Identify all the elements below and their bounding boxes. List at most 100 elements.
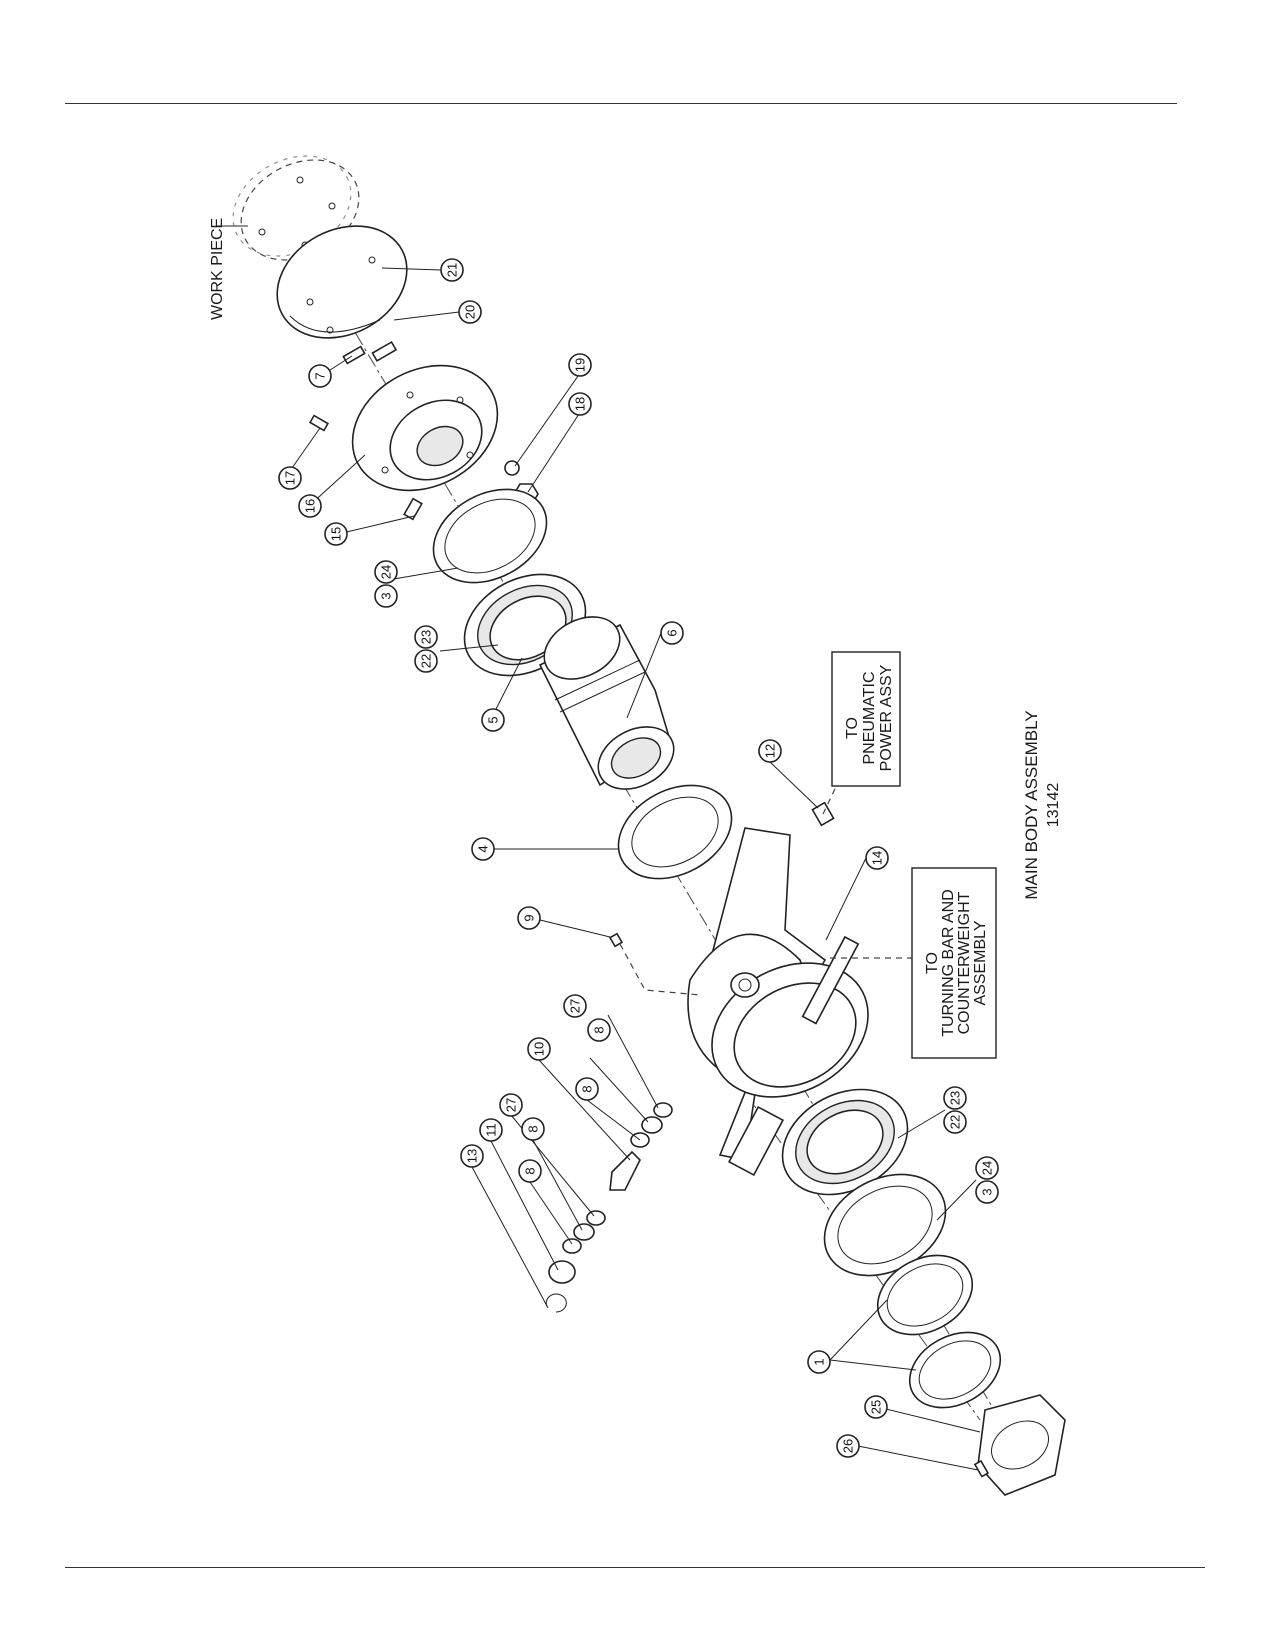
callout-23-upper: 23 [414, 625, 438, 649]
svg-text:1: 1 [812, 1358, 827, 1365]
callout-4: 4 [471, 837, 495, 861]
callout-8-c: 8 [521, 1117, 545, 1141]
svg-text:5: 5 [486, 716, 501, 723]
callout-19: 19 [568, 353, 592, 377]
callout-17: 17 [278, 466, 302, 490]
svg-text:16: 16 [303, 499, 318, 513]
callout-18: 18 [568, 392, 592, 416]
pneumatic-note-box: TO PNEUMATIC POWER ASSY [831, 651, 901, 787]
svg-text:12: 12 [763, 744, 778, 758]
callout-22-lower: 22 [943, 1110, 967, 1134]
callout-leaders [216, 225, 981, 1471]
svg-text:23: 23 [419, 630, 434, 644]
svg-text:13: 13 [465, 1149, 480, 1163]
svg-text:14: 14 [870, 851, 885, 865]
part-25-cover [977, 1394, 1066, 1496]
part-9-leader-path [619, 943, 701, 996]
pneumatic-line-2: PNEUMATIC [861, 671, 878, 764]
drawing-number: 13142 [1045, 783, 1062, 828]
part-6-shaft [538, 616, 675, 790]
callout-9: 9 [517, 906, 541, 930]
callout-3-upper: 3 [374, 584, 398, 608]
svg-text:8: 8 [580, 1085, 595, 1092]
turning-bar-note-box: TO TURNING BAR AND COUNTERWEIGHT ASSEMBL… [911, 867, 997, 1059]
part-4-ring [617, 784, 733, 880]
svg-text:27: 27 [504, 1098, 519, 1112]
drawing-title: MAIN BODY ASSEMBLY [1022, 710, 1041, 899]
callout-5: 5 [481, 708, 505, 732]
callout-26: 26 [836, 1434, 860, 1458]
svg-text:25: 25 [869, 1400, 884, 1414]
pneumatic-line-3: POWER ASSY [878, 664, 895, 771]
turning-line-3: COUNTERWEIGHT [956, 891, 973, 1034]
callout-27-right: 27 [563, 994, 587, 1018]
bottom-rule [65, 1567, 1205, 1568]
svg-text:6: 6 [665, 629, 680, 636]
svg-text:15: 15 [329, 527, 344, 541]
callout-20: 20 [458, 300, 482, 324]
part-20-screw [371, 340, 398, 362]
callout-1: 1 [807, 1350, 831, 1374]
callout-11: 11 [479, 1118, 503, 1142]
callout-10: 10 [527, 1037, 551, 1061]
svg-text:3: 3 [379, 592, 394, 599]
small-parts-stack [545, 1102, 673, 1313]
svg-text:24: 24 [980, 1161, 995, 1175]
callout-13: 13 [460, 1144, 484, 1168]
part-3-24-ring [432, 488, 548, 584]
turning-line-1: TO [924, 952, 941, 974]
svg-text:11: 11 [484, 1123, 499, 1137]
callout-24-upper: 24 [374, 560, 398, 584]
svg-text:4: 4 [476, 845, 491, 852]
callout-24-lower: 24 [975, 1156, 999, 1180]
part-17-pin [308, 414, 330, 432]
callout-27-left: 27 [499, 1093, 523, 1117]
callout-8-d: 8 [518, 1159, 542, 1183]
svg-text:9: 9 [522, 914, 537, 921]
svg-text:21: 21 [445, 263, 460, 277]
turning-line-4: ASSEMBLY [972, 920, 989, 1005]
svg-text:24: 24 [379, 565, 394, 579]
callout-8-a: 8 [587, 1018, 611, 1042]
svg-text:20: 20 [463, 305, 478, 319]
svg-text:23: 23 [948, 1091, 963, 1105]
svg-text:10: 10 [532, 1042, 547, 1056]
callout-12: 12 [758, 739, 782, 763]
callout-16: 16 [298, 494, 322, 518]
callout-3-lower: 3 [975, 1180, 999, 1204]
part-16-flange-hub [351, 364, 499, 492]
callout-15: 15 [324, 522, 348, 546]
svg-text:27: 27 [568, 999, 583, 1013]
svg-text:17: 17 [283, 471, 298, 485]
callout-6: 6 [660, 621, 684, 645]
work-piece-label: WORK PIECE [209, 218, 226, 320]
callout-23-lower: 23 [943, 1086, 967, 1110]
svg-text:8: 8 [526, 1125, 541, 1132]
callouts: 21 20 7 19 18 17 16 15 3 24 22 23 6 5 12… [278, 258, 999, 1458]
turning-line-2: TURNING BAR AND [940, 889, 957, 1037]
part-7-screw [342, 345, 366, 365]
part-21-face-plate [276, 225, 408, 339]
svg-text:22: 22 [948, 1115, 963, 1129]
part-1-seal-b [908, 1331, 1002, 1409]
callout-25: 25 [864, 1395, 888, 1419]
part-1-seal-a [876, 1254, 974, 1336]
part-9-fitting [608, 932, 624, 948]
svg-text:8: 8 [523, 1167, 538, 1174]
svg-text:26: 26 [841, 1439, 856, 1453]
callout-7: 7 [308, 364, 332, 388]
svg-text:22: 22 [419, 654, 434, 668]
svg-text:7: 7 [313, 372, 328, 379]
part-26-screw [973, 1459, 990, 1478]
main-body-housing [687, 827, 869, 1177]
callout-21: 21 [440, 258, 464, 282]
svg-text:8: 8 [592, 1026, 607, 1033]
callout-14: 14 [865, 846, 889, 870]
pneumatic-line-1: TO [844, 717, 861, 739]
svg-text:19: 19 [573, 358, 588, 372]
callout-22-upper: 22 [414, 649, 438, 673]
svg-text:18: 18 [573, 397, 588, 411]
top-rule [65, 103, 1177, 104]
callout-8-b: 8 [575, 1077, 599, 1101]
